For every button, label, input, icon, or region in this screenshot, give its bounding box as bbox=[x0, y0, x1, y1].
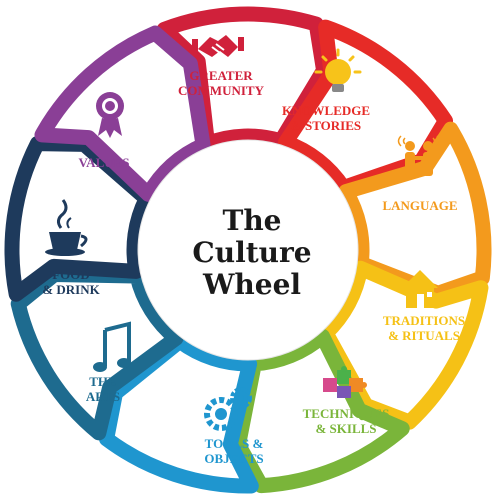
segment-the-arts bbox=[10, 266, 184, 441]
segment-label-food-drink-line-1: FOOD bbox=[52, 267, 90, 282]
lightbulb-icon bbox=[314, 48, 362, 92]
segments-layer bbox=[4, 6, 492, 494]
segment-label-food-drink-line-2: & DRINK bbox=[42, 282, 100, 297]
segment-label-techniques-skills-line-1: TECHNIQUES bbox=[303, 406, 390, 421]
segment-label-greater-community-line-2: COMMUNITY bbox=[178, 83, 265, 98]
gears-icon bbox=[204, 387, 252, 431]
center-title-line-2: Culture bbox=[192, 236, 311, 269]
icons-layer bbox=[45, 35, 441, 431]
segment-label-greater-community-line-1: GREATER bbox=[189, 68, 253, 83]
segment-label-the-arts-line-1: THE bbox=[89, 374, 116, 389]
segment-label-the-arts-line-2: ARTS bbox=[86, 389, 120, 404]
segment-label-knowledge-stories-line-1: KNOWLEDGE bbox=[282, 103, 370, 118]
segment-label-techniques-skills-line-2: & SKILLS bbox=[315, 421, 376, 436]
puzzle-icon bbox=[323, 366, 367, 398]
segment-values bbox=[34, 25, 211, 202]
segment-label-language-line-1: LANGUAGE bbox=[382, 198, 457, 213]
conversation-icon bbox=[397, 135, 441, 176]
segment-label-tools-objects-line-2: OBJECTS bbox=[204, 451, 263, 466]
handshake-icon bbox=[192, 35, 244, 57]
segment-label-tools-objects-line-1: TOOLS & bbox=[205, 436, 264, 451]
segment-food-drink bbox=[4, 136, 154, 302]
segment-techniques-skills bbox=[230, 328, 410, 494]
segment-label-values-line-1: VALUES bbox=[78, 155, 129, 170]
center-title-line-3: Wheel bbox=[202, 268, 301, 301]
music-note-icon bbox=[93, 321, 131, 372]
segment-label-traditions-rituals-line-1: TRADITIONS bbox=[383, 313, 465, 328]
segment-label-knowledge-stories-line-2: & STORIES bbox=[291, 118, 361, 133]
house-icon bbox=[402, 270, 438, 308]
segment-label-traditions-rituals-line-2: & RITUALS bbox=[388, 328, 460, 343]
coffee-cup-icon bbox=[45, 199, 88, 256]
center-circle bbox=[137, 139, 359, 361]
segment-language bbox=[338, 121, 492, 301]
award-ribbon-icon bbox=[96, 92, 124, 138]
center-title-line-1: The bbox=[222, 204, 281, 237]
segment-tools-objects bbox=[99, 333, 259, 494]
